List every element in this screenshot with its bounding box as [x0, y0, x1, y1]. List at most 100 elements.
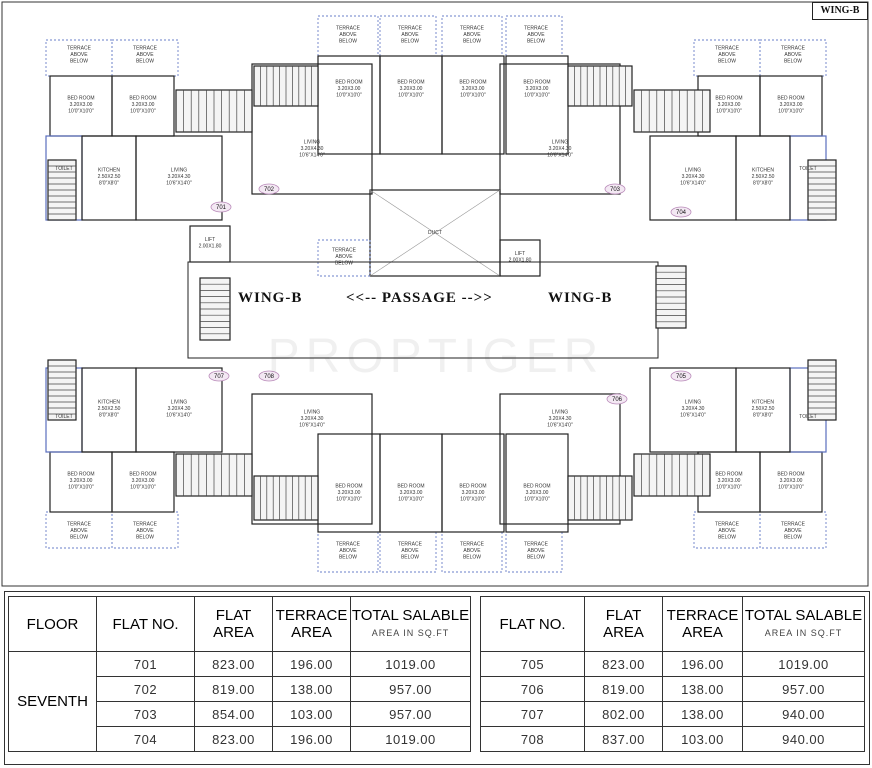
svg-text:BELOW: BELOW	[401, 555, 419, 561]
flat-no-cell: 707	[480, 701, 585, 727]
svg-text:3.20X3.00: 3.20X3.00	[338, 86, 361, 92]
staircase	[199, 277, 231, 341]
svg-text:10'0"X10'0": 10'0"X10'0"	[524, 497, 550, 503]
svg-text:10'6"X14'0": 10'6"X14'0"	[547, 423, 573, 429]
svg-text:BED ROOM: BED ROOM	[129, 96, 156, 102]
bedroom	[441, 433, 505, 533]
terrace-area-cell: 196.00	[272, 651, 351, 677]
flat-number-tag: 703	[604, 183, 626, 195]
svg-text:TERRACE: TERRACE	[781, 522, 806, 528]
svg-text:707: 707	[214, 374, 225, 380]
svg-text:DUCT: DUCT	[428, 230, 442, 236]
svg-text:ABOVE: ABOVE	[335, 254, 353, 260]
svg-text:8'0"X8'0": 8'0"X8'0"	[753, 413, 773, 419]
svg-text:BED ROOM: BED ROOM	[777, 472, 804, 478]
svg-text:ABOVE: ABOVE	[136, 52, 154, 58]
svg-text:3.20X3.00: 3.20X3.00	[526, 86, 549, 92]
svg-text:10'0"X10'0": 10'0"X10'0"	[460, 93, 486, 99]
svg-text:8'0"X8'0": 8'0"X8'0"	[753, 181, 773, 187]
svg-text:3.20X4.30: 3.20X4.30	[301, 146, 324, 152]
svg-text:TERRACE: TERRACE	[524, 26, 549, 32]
lift-lobby	[369, 189, 501, 277]
toilet-label: TOILET	[55, 414, 72, 420]
svg-text:BELOW: BELOW	[527, 39, 545, 45]
svg-text:10'6"X14'0": 10'6"X14'0"	[547, 153, 573, 159]
terrace-area-cell: 138.00	[662, 676, 743, 702]
living-room	[135, 367, 223, 453]
svg-text:3.20X3.00: 3.20X3.00	[70, 478, 93, 484]
svg-text:701: 701	[216, 205, 227, 211]
svg-text:ABOVE: ABOVE	[70, 52, 88, 58]
svg-text:704: 704	[676, 210, 687, 216]
svg-text:TERRACE: TERRACE	[133, 46, 158, 52]
svg-text:10'0"X10'0": 10'0"X10'0"	[778, 485, 804, 491]
svg-text:BELOW: BELOW	[136, 535, 154, 541]
staircase	[633, 89, 711, 133]
svg-text:ABOVE: ABOVE	[784, 528, 802, 534]
header-unit: AREA IN SQ.FT	[371, 627, 450, 638]
flat-number-tag: 702	[258, 183, 280, 195]
svg-text:BED ROOM: BED ROOM	[397, 80, 424, 86]
svg-text:ABOVE: ABOVE	[339, 32, 357, 38]
svg-text:10'6"X14'0": 10'6"X14'0"	[299, 153, 325, 159]
svg-text:3.20X3.00: 3.20X3.00	[132, 478, 155, 484]
terrace-area-cell: 103.00	[662, 726, 743, 752]
staircase	[47, 159, 77, 221]
svg-text:10'6"X14'0": 10'6"X14'0"	[299, 423, 325, 429]
svg-text:TERRACE: TERRACE	[398, 26, 423, 32]
svg-text:TOILET: TOILET	[55, 166, 72, 172]
header-flat-no: FLAT NO.	[480, 596, 585, 652]
flat-no-cell: 706	[480, 676, 585, 702]
flat-number-tag: 704	[670, 206, 692, 218]
svg-text:LIVING: LIVING	[171, 400, 188, 406]
svg-text:3.20X3.00: 3.20X3.00	[780, 478, 803, 484]
svg-text:703: 703	[610, 187, 621, 193]
svg-text:3.20X3.00: 3.20X3.00	[718, 102, 741, 108]
flat-number-tag: 706	[606, 393, 628, 405]
svg-text:LIFT: LIFT	[515, 251, 525, 257]
staircase	[807, 159, 837, 221]
area-table-right: FLAT NO. FLAT AREA TERRACE AREA TOTAL SA…	[480, 596, 865, 752]
floor-cell: SEVENTH	[8, 651, 97, 752]
svg-text:3.20X3.00: 3.20X3.00	[70, 102, 93, 108]
svg-text:TOILET: TOILET	[799, 414, 816, 420]
svg-text:BED ROOM: BED ROOM	[397, 484, 424, 490]
svg-text:BED ROOM: BED ROOM	[459, 484, 486, 490]
svg-text:BELOW: BELOW	[339, 555, 357, 561]
area-table-frame	[4, 591, 870, 765]
svg-text:3.20X4.30: 3.20X4.30	[168, 406, 191, 412]
flat-no-cell: 703	[96, 701, 195, 727]
svg-text:708: 708	[264, 374, 275, 380]
terrace-area-cell: 138.00	[662, 701, 743, 727]
toilet-label: TOILET	[799, 414, 816, 420]
terrace-area-cell: 196.00	[272, 726, 351, 752]
svg-text:3.20X3.00: 3.20X3.00	[462, 86, 485, 92]
svg-text:LIVING: LIVING	[304, 140, 321, 146]
flat-inner	[499, 393, 621, 525]
svg-text:3.20X3.00: 3.20X3.00	[718, 478, 741, 484]
svg-text:ABOVE: ABOVE	[401, 548, 419, 554]
bedroom	[441, 55, 505, 155]
header-terrace-area: TERRACE AREA	[662, 596, 743, 652]
svg-text:TERRACE: TERRACE	[67, 46, 92, 52]
svg-text:3.20X4.30: 3.20X4.30	[549, 416, 572, 422]
svg-text:BED ROOM: BED ROOM	[129, 472, 156, 478]
